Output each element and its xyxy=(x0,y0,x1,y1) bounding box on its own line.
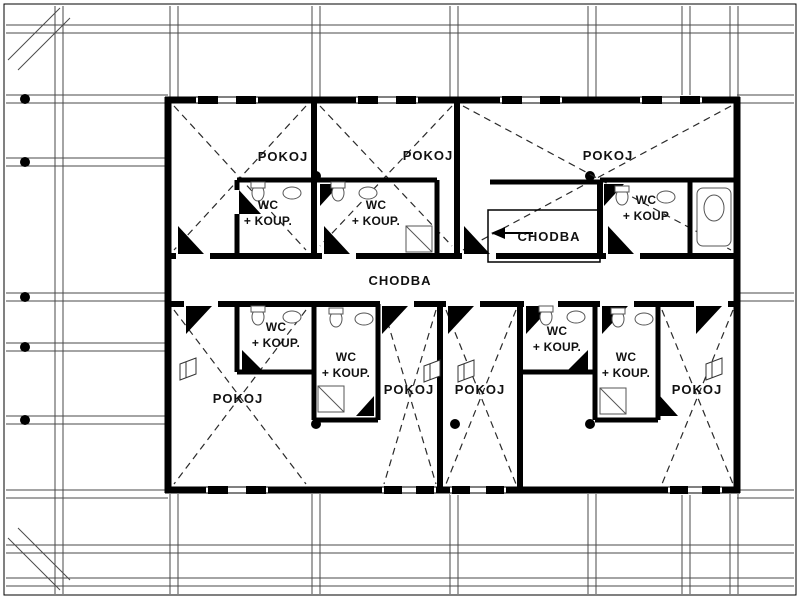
corridor-label-entrance: CHODBA xyxy=(517,229,580,244)
bath-label-wc-top-left: WC xyxy=(258,198,279,212)
room-label-pokoj-bottom-mid-right: POKOJ xyxy=(455,382,506,397)
room-label-pokoj-bottom-mid-left: POKOJ xyxy=(384,382,435,397)
radiator-symbols xyxy=(179,357,723,383)
bathroom-fixtures xyxy=(250,181,732,415)
door-symbols xyxy=(178,184,722,416)
structural-grid xyxy=(6,6,794,594)
room-label-pokoj-top-left: POKOJ xyxy=(258,149,309,164)
drawing-border xyxy=(3,3,797,596)
bath-label-wc-bottom-b: WC xyxy=(336,350,357,364)
bath-label-koup-top-right: + KOUP xyxy=(623,209,669,223)
bath-label-wc-top-middle: WC xyxy=(366,198,387,212)
entrance-vestibule xyxy=(487,209,601,263)
bath-label-koup-bottom-b: + KOUP. xyxy=(322,366,370,380)
interior-walls xyxy=(168,100,737,490)
bath-label-koup-top-middle: + KOUP. xyxy=(352,214,400,228)
bath-label-wc-top-right: WC xyxy=(636,193,657,207)
entrance-arrow-head xyxy=(491,227,505,239)
room-label-pokoj-top-middle: POKOJ xyxy=(403,148,454,163)
corridor-label-main: CHODBA xyxy=(368,273,431,288)
room-labels: POKOJ POKOJ POKOJ WC + KOUP. WC + KOUP. … xyxy=(213,148,723,406)
room-label-pokoj-top-right: POKOJ xyxy=(583,148,634,163)
bath-label-koup-bottom-a: + KOUP. xyxy=(252,336,300,350)
bath-label-wc-bottom-c: WC xyxy=(547,324,568,338)
room-label-pokoj-bottom-right: POKOJ xyxy=(672,382,723,397)
room-label-pokoj-bottom-left: POKOJ xyxy=(213,391,264,406)
bath-label-koup-top-left: + KOUP. xyxy=(244,214,292,228)
bath-label-koup-bottom-c: + KOUP. xyxy=(533,340,581,354)
window-symbols-bottom xyxy=(206,485,722,495)
bath-label-wc-bottom-d: WC xyxy=(616,350,637,364)
bath-label-koup-bottom-d: + KOUP. xyxy=(602,366,650,380)
window-symbols-top xyxy=(196,95,702,105)
bath-label-wc-bottom-a: WC xyxy=(266,320,287,334)
